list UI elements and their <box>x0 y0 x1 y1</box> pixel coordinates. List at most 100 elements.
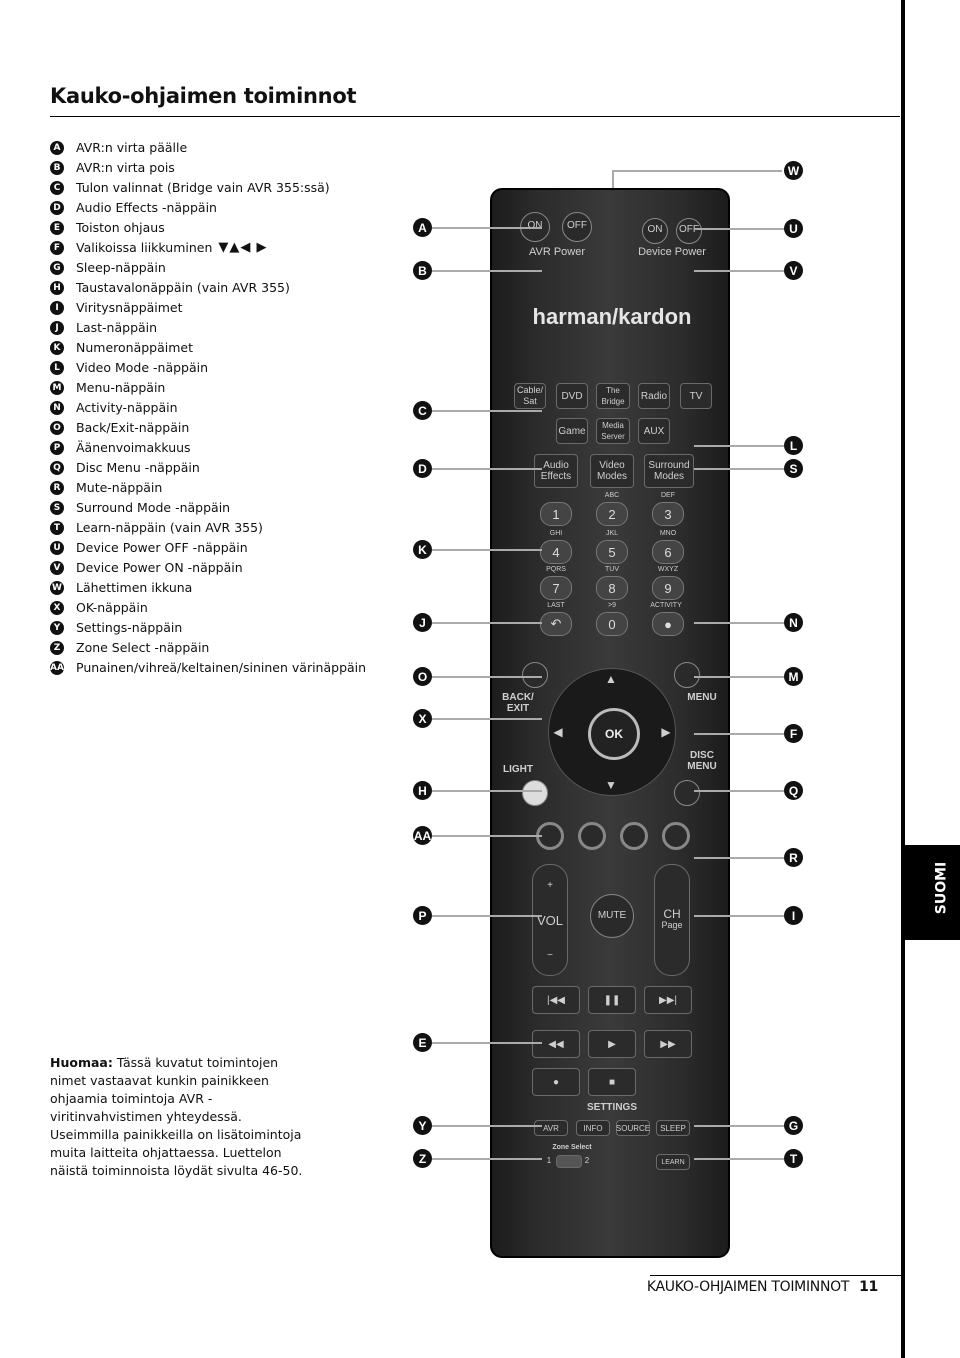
nav-left-arrow: ◀ <box>553 725 563 739</box>
legend-letter-badge: C <box>50 181 64 195</box>
legend-item: U Device Power OFF -näppäin <box>50 538 366 558</box>
stop-button: ■ <box>588 1068 636 1096</box>
language-tab: SUOMI <box>905 845 960 940</box>
device-power-label: Device Power <box>638 246 706 258</box>
legend-text: Tulon valinnat (Bridge vain AVR 355:ssä) <box>76 180 330 195</box>
callout-leader-line <box>432 1158 542 1160</box>
legend-text: Device Power OFF -näppäin <box>76 540 248 555</box>
legend-text: Valikoissa liikkuminen <box>76 240 213 255</box>
legend-text: Disc Menu -näppäin <box>76 460 200 475</box>
callout-leader-line <box>694 676 784 678</box>
back-exit-label: BACK/ EXIT <box>502 692 534 714</box>
rewind-button: ◀◀ <box>532 1030 580 1058</box>
legend-letter-badge: J <box>50 321 64 335</box>
source-cable-sat: Cable/ Sat <box>514 383 546 409</box>
nav-down-arrow: ▼ <box>605 778 617 792</box>
legend-text: AVR:n virta päälle <box>76 140 188 155</box>
legend-letter-badge: H <box>50 281 64 295</box>
callout-badge: H <box>413 781 432 800</box>
page-label: Page <box>661 920 683 930</box>
legend-letter-badge: Z <box>50 641 64 655</box>
legend-text: Punainen/vihreä/keltainen/sininen värinä… <box>76 660 367 675</box>
settings-avr-button: AVR <box>534 1120 568 1136</box>
legend-letter-badge: Y <box>50 621 64 635</box>
callout-badge: A <box>413 218 432 237</box>
legend-letter-badge: W <box>50 581 64 595</box>
callout-leader-line <box>694 270 784 272</box>
source-radio: Radio <box>638 383 670 409</box>
key-label-abc: ABC <box>604 492 620 499</box>
legend-letter-badge: T <box>50 521 64 535</box>
device-off-button: OFF <box>676 218 702 244</box>
disc-menu-button <box>674 780 700 806</box>
menu-button <box>674 662 700 688</box>
legend-text: Surround Mode -näppäin <box>76 500 231 515</box>
avr-power-label: AVR Power <box>528 246 586 258</box>
callout-leader-line <box>432 410 542 412</box>
callout-badge: X <box>413 709 432 728</box>
prev-track-button: |◀◀ <box>532 986 580 1014</box>
legend-text: AVR:n virta pois <box>76 160 175 175</box>
callout-leader-line <box>694 1158 784 1160</box>
key-label-def: DEF <box>661 492 675 499</box>
legend-text: Taustavalonäppäin (vain AVR 355) <box>76 280 290 295</box>
callout-badge: F <box>784 724 803 743</box>
transmitter-window-leader <box>612 170 782 172</box>
callout-leader-line <box>432 549 542 551</box>
key-6: 6 <box>652 540 684 564</box>
callout-badge: L <box>784 436 803 455</box>
light-button <box>522 780 548 806</box>
legend-text: Numeronäppäimet <box>76 340 194 355</box>
disc-menu-label: DISC MENU <box>687 750 717 772</box>
callout-badge: W <box>784 161 803 180</box>
legend-letter-badge: E <box>50 221 64 235</box>
callout-badge: V <box>784 261 803 280</box>
legend-item: K Numeronäppäimet <box>50 338 366 358</box>
footer-label: KAUKO-OHJAIMEN TOIMINNOT <box>646 1279 850 1295</box>
legend-letter-badge: A <box>50 141 64 155</box>
next-track-button: ▶▶| <box>644 986 692 1014</box>
legend-text: Mute-näppäin <box>76 480 163 495</box>
fast-forward-button: ▶▶ <box>644 1030 692 1058</box>
callout-badge: Y <box>413 1116 432 1135</box>
nav-right-arrow: ▶ <box>661 725 671 739</box>
play-button: ▶ <box>588 1030 636 1058</box>
key-8: 8 <box>596 576 628 600</box>
key-label-jkl: JKL <box>605 530 619 537</box>
activity-key: ● <box>652 612 684 636</box>
zone-2-label: 2 <box>584 1156 590 1165</box>
key-9: 9 <box>652 576 684 600</box>
color-button-yellow <box>620 822 648 850</box>
legend-letter-badge: K <box>50 341 64 355</box>
page-title: Kauko-ohjaimen toiminnot <box>50 84 357 108</box>
key-label-gt9: >9 <box>608 602 616 609</box>
note-paragraph: Huomaa: Tässä kuvatut toimintojen nimet … <box>50 1054 310 1180</box>
key-label-ghi: GHI <box>549 530 563 537</box>
callout-leader-line <box>432 468 542 470</box>
legend-letter-badge: U <box>50 541 64 555</box>
color-button-blue <box>662 822 690 850</box>
zone-select-switch <box>556 1155 582 1168</box>
key-4: 4 <box>540 540 572 564</box>
callout-leader-line <box>694 445 784 447</box>
legend-letter-badge: G <box>50 261 64 275</box>
legend-item: C Tulon valinnat (Bridge vain AVR 355:ssä… <box>50 178 366 198</box>
nav-arrows-icon: ▼▲◀ ▶ <box>218 240 268 255</box>
mute-label: MUTE <box>597 910 627 921</box>
zone-select-label: Zone Select <box>552 1144 592 1151</box>
callout-badge: T <box>784 1149 803 1168</box>
callout-badge: D <box>413 459 432 478</box>
key-label-last: LAST <box>547 602 565 609</box>
video-modes-button: Video Modes <box>590 454 634 488</box>
key-2: 2 <box>596 502 628 526</box>
footer-rule <box>650 1275 904 1276</box>
legend-text: Last-näppäin <box>76 320 158 335</box>
callout-badge: B <box>413 261 432 280</box>
